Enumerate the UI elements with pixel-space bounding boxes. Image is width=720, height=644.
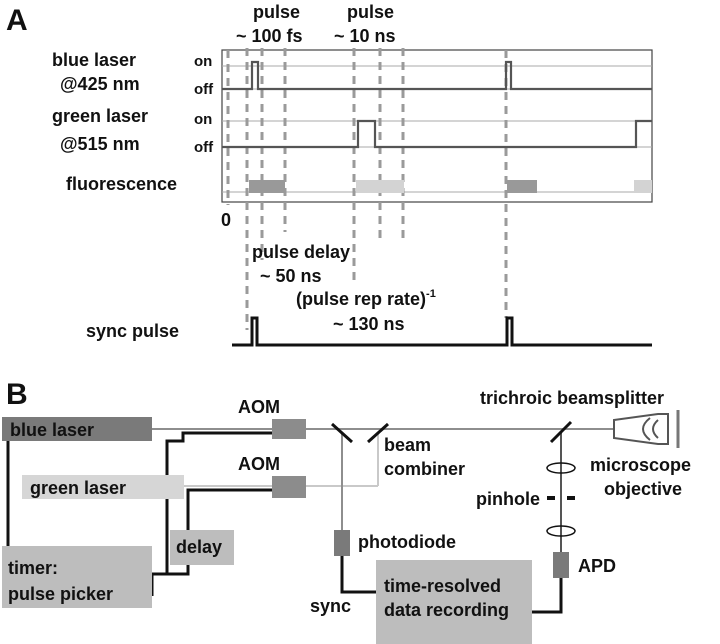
pulse-fs-title: pulse (253, 2, 300, 22)
photodiode-label: photodiode (358, 532, 456, 552)
pulse-delay-title: pulse delay (252, 242, 350, 262)
sync-pulse-label: sync pulse (86, 321, 179, 341)
blue-off-label: off (194, 81, 214, 98)
trichroic-beamsplitter-mirror (549, 420, 573, 444)
pulse-delay-value: ~ 50 ns (260, 266, 322, 286)
blue-laser-label: blue laser (52, 50, 136, 70)
timer-label-2: pulse picker (8, 584, 113, 604)
fluorescence-green-block-2 (634, 180, 652, 193)
objective-lens-icon (642, 417, 651, 441)
recording-label-1: time-resolved (384, 576, 501, 596)
blue-laser-box (2, 417, 152, 441)
wire-photodiode-to-recording (340, 556, 376, 594)
panel-b-letter: B (6, 378, 28, 411)
blue-laser-trace (222, 60, 652, 91)
pulse-ns-value: ~ 10 ns (334, 26, 396, 46)
blue-laser-box-label: blue laser (10, 420, 94, 440)
aom-bottom-label: AOM (238, 454, 280, 474)
fluorescence-label: fluorescence (66, 174, 177, 194)
green-off-label: off (194, 139, 214, 156)
green-laser-trace (222, 119, 652, 149)
pulse-ns-title: pulse (347, 2, 394, 22)
objective-label-2: objective (604, 479, 682, 499)
photodiode-box (334, 530, 350, 556)
aom-top-label: AOM (238, 397, 280, 417)
rep-rate-title: (pulse rep rate)-1 (296, 288, 436, 309)
sync-pulse-trace (232, 316, 652, 347)
pinhole-label: pinhole (476, 489, 540, 509)
delay-box (170, 530, 234, 565)
trichroic-label: trichroic beamsplitter (480, 388, 664, 408)
rep-rate-value: ~ 130 ns (333, 314, 405, 334)
green-laser-wavelength: @515 nm (60, 134, 140, 154)
microscope-objective-icon (613, 413, 669, 445)
timer-box (2, 546, 152, 608)
fluorescence-blue-block-1 (249, 180, 285, 193)
green-on-label: on (194, 111, 212, 128)
fluorescence-green-block-1 (356, 180, 404, 193)
beam-combiner-label-2: combiner (384, 459, 465, 479)
beam-combiner-label-1: beam (384, 435, 431, 455)
green-laser-box-label: green laser (30, 478, 126, 498)
objective-label-1: microscope (590, 455, 691, 475)
wire-apd-to-recording (532, 578, 563, 614)
sync-label: sync (310, 596, 351, 616)
wire-delay-to-aom-bottom (186, 488, 272, 530)
timer-label-1: timer: (8, 558, 58, 578)
pulse-fs-value: ~ 100 fs (236, 26, 303, 46)
objective-lens-inner-icon (652, 419, 659, 439)
green-laser-label: green laser (52, 106, 148, 126)
wire-timer-to-delay (150, 565, 190, 596)
recording-label-2: data recording (384, 600, 509, 620)
blue-on-label: on (194, 53, 212, 70)
mirror-photodiode-pickoff (330, 422, 354, 444)
apd-box (553, 552, 569, 578)
aom-top-box (272, 419, 306, 439)
beam-combiner-mirror (366, 422, 390, 444)
blue-laser-wavelength: @425 nm (60, 74, 140, 94)
timing-frame (221, 49, 653, 203)
lens-upper-icon (546, 462, 576, 474)
delay-label: delay (176, 537, 222, 557)
panel-a-letter: A (6, 4, 28, 37)
lens-lower-icon (546, 525, 576, 537)
apd-label: APD (578, 556, 616, 576)
green-laser-box (22, 475, 184, 499)
fluorescence-blue-block-2 (507, 180, 537, 193)
aom-bottom-box (272, 476, 306, 498)
recording-box (376, 560, 532, 644)
time-zero-label: 0 (221, 210, 231, 230)
